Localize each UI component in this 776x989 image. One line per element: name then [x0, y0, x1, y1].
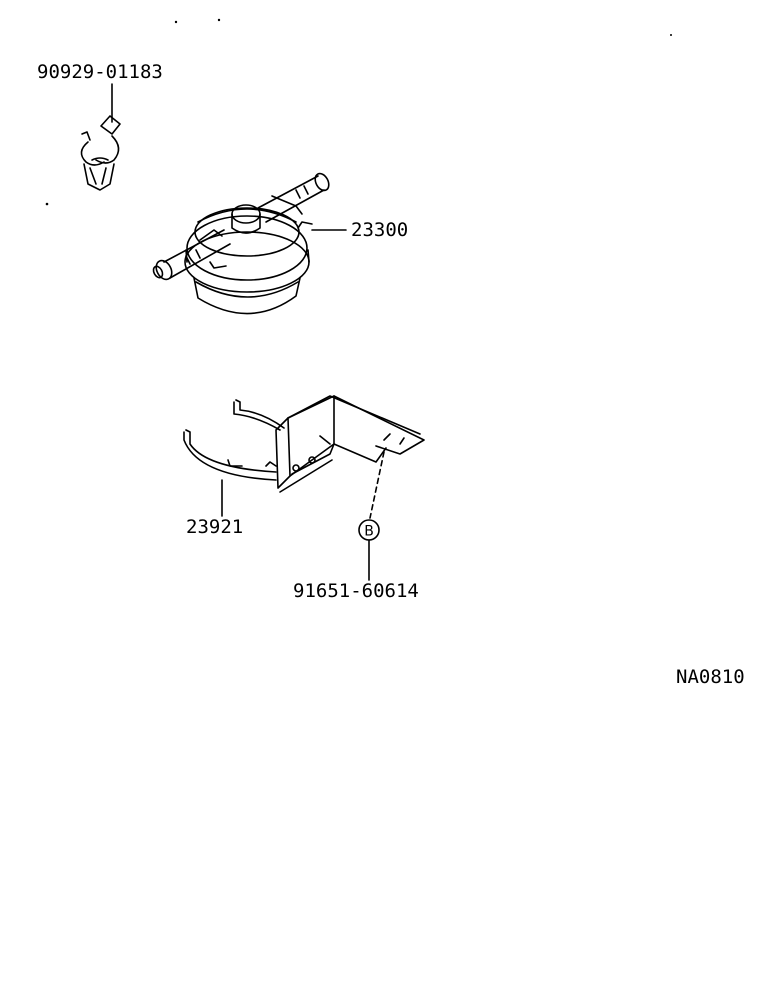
fuel-filter-part-number: 23300: [351, 219, 409, 241]
fuel-filter-drawing: [152, 172, 347, 315]
bolt-callout: B: [358, 519, 380, 581]
filter-bracket-drawing: [183, 395, 425, 519]
clip-part-number: 90929-01183: [37, 61, 163, 83]
scan-specks: [45, 18, 672, 206]
bolt-dashed-line: [369, 451, 385, 519]
drawing-code: NA0810: [676, 666, 745, 688]
filter-bracket-part-number: 23921: [186, 516, 244, 538]
bolt-part-number: 91651-60614: [293, 580, 419, 602]
clip-drawing: [80, 83, 121, 191]
callout-letter: B: [364, 524, 374, 540]
